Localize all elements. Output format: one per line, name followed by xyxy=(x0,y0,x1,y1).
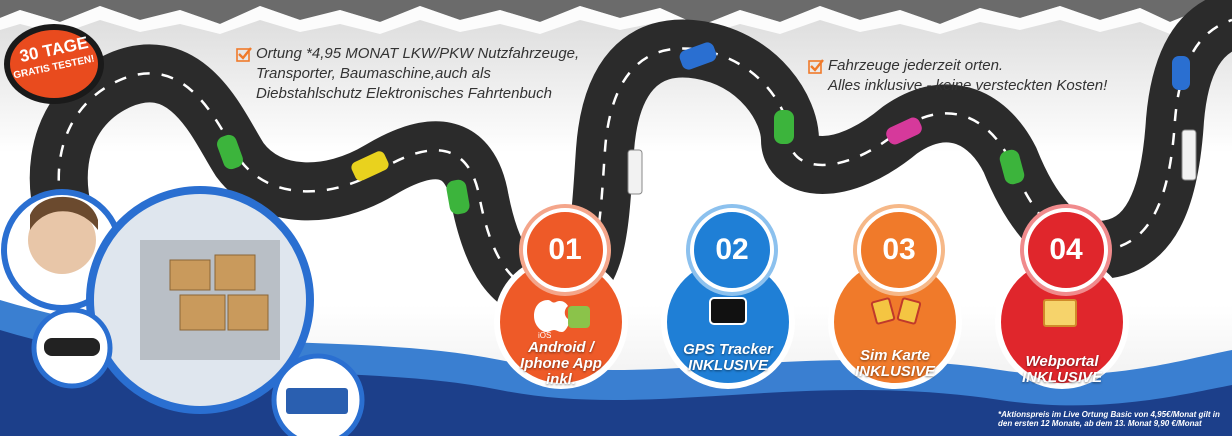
cargo-box xyxy=(227,294,269,331)
step-2-number: 02 xyxy=(690,208,774,292)
car-green xyxy=(446,179,470,215)
car-pink xyxy=(886,117,922,145)
step-3-number: 03 xyxy=(857,208,941,292)
car-green xyxy=(774,110,794,144)
step-4-label-line2: INKLUSIVE xyxy=(1021,369,1102,386)
gps-tracker-icon xyxy=(709,297,747,325)
feature-right: Fahrzeuge jederzeit orten. Alles inklusi… xyxy=(808,56,1107,96)
truck-yellow xyxy=(351,151,389,181)
feature-left-line3: Diebstahlschutz Elektronisches Fahrtenbu… xyxy=(256,85,552,102)
cargo-box xyxy=(169,259,211,291)
footnote-line1: *Aktionspreis im Live Ortung Basic von 4… xyxy=(998,410,1220,419)
car-blue xyxy=(1172,56,1190,90)
car-blue xyxy=(679,42,717,70)
feature-left-line1: Ortung *4,95 MONAT LKW/PKW Nutzfahrzeuge… xyxy=(256,45,580,62)
footnote: *Aktionspreis im Live Ortung Basic von 4… xyxy=(998,410,1230,428)
map-icon xyxy=(1043,299,1077,327)
android-icon xyxy=(568,306,590,328)
step-1-label: Android / Iphone App inkl. xyxy=(496,340,626,388)
torn-paper-edge xyxy=(0,0,1232,26)
apple-icon xyxy=(534,300,570,332)
car-green xyxy=(217,134,243,170)
step-2-label-line1: GPS Tracker xyxy=(683,341,773,358)
car-black xyxy=(44,338,100,356)
step-3-label-line1: Sim Karte xyxy=(859,347,931,364)
step-1-icon-caption: iOS xyxy=(538,331,552,340)
promo-badge[interactable]: 30 TAGE GRATIS TESTEN! xyxy=(2,20,106,106)
cargo-box xyxy=(179,294,226,331)
feature-right-line2: Alles inklusive - keine versteckten Kost… xyxy=(828,77,1108,94)
operator-face xyxy=(28,206,96,274)
step-3-label-line2: INKLUSIVE xyxy=(854,363,935,380)
operator-hair xyxy=(30,196,98,230)
step-1-label-line3: inkl. xyxy=(545,371,576,388)
step-3-label: Sim Karte INKLUSIVE xyxy=(830,348,960,380)
car-green xyxy=(999,149,1025,185)
footnote-line2: den ersten 12 Monate, ab dem 13. Monat 9… xyxy=(998,419,1202,428)
truck-white xyxy=(1181,129,1197,181)
check-icon xyxy=(236,47,252,62)
truck-blue xyxy=(286,388,348,414)
step-2-label: GPS Tracker INKLUSIVE xyxy=(663,342,793,374)
step-1-label-line1: Android / xyxy=(528,339,594,356)
step-4-number: 04 xyxy=(1024,208,1108,292)
step-4-label-line1: Webportal xyxy=(1025,353,1099,370)
truck-white xyxy=(627,149,643,195)
step-2-label-line2: INKLUSIVE xyxy=(687,357,768,374)
step-4-label: Webportal INKLUSIVE xyxy=(997,354,1127,386)
sim-card-icon xyxy=(870,297,896,325)
cargo-box xyxy=(214,254,256,291)
sim-card-icon xyxy=(896,297,922,325)
torn-paper-highlight xyxy=(0,6,1232,36)
step-1-number: 01 xyxy=(523,208,607,292)
step-1-label-line2: Iphone App xyxy=(520,355,602,372)
check-icon xyxy=(808,59,824,74)
feature-left-line2: Transporter, Baumaschine,auch als xyxy=(256,65,491,82)
feature-right-line1: Fahrzeuge jederzeit orten. xyxy=(828,57,1004,74)
feature-left: Ortung *4,95 MONAT LKW/PKW Nutzfahrzeuge… xyxy=(236,44,579,104)
